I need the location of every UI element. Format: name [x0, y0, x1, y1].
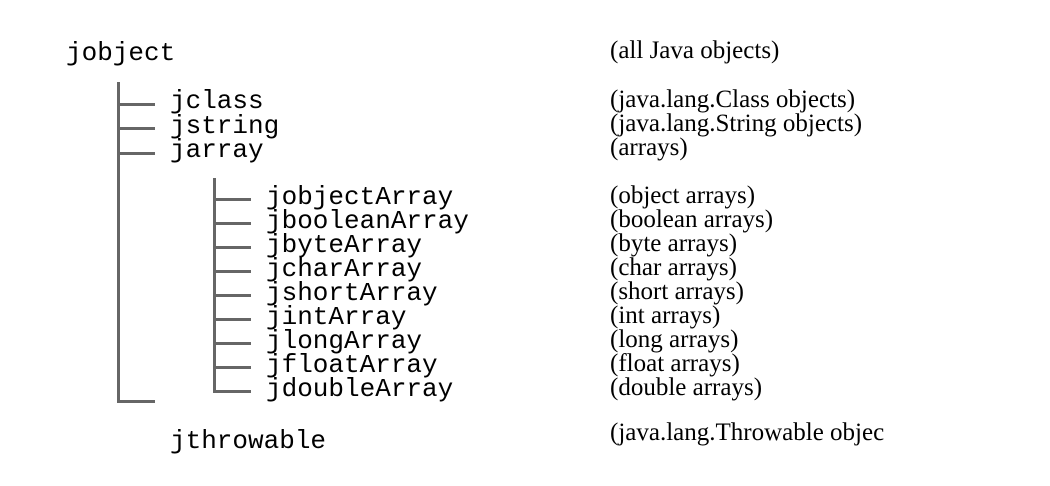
- type-name-jstring: jstring: [170, 111, 280, 141]
- type-description-jbooleanArray: (boolean arrays): [610, 206, 774, 233]
- connector-jclass: [117, 103, 155, 106]
- connector-jcharArray: [213, 270, 251, 273]
- type-name-jcharArray: jcharArray: [266, 254, 423, 284]
- type-name-jbooleanArray: jbooleanArray: [266, 206, 469, 236]
- type-description-jdoubleArray: (double arrays): [610, 374, 763, 401]
- type-description-jcharArray: (char arrays): [610, 254, 737, 281]
- type-name-jthrowable: jthrowable: [170, 426, 327, 456]
- connector-jstring: [117, 127, 155, 130]
- level2-vertical-connector: [213, 178, 216, 391]
- type-description-jclass: (java.lang.Class objects): [610, 86, 856, 113]
- connector-jshortArray: [213, 294, 251, 297]
- type-name-jshortArray: jshortArray: [266, 278, 438, 308]
- type-name-jfloatArray: jfloatArray: [266, 350, 438, 380]
- connector-jbooleanArray: [213, 222, 251, 225]
- type-description-jthrowable: (java.lang.Throwable objec: [610, 419, 885, 446]
- root-type-description: (all Java objects): [610, 37, 780, 64]
- type-name-jarray: jarray: [170, 135, 264, 165]
- connector-jintArray: [213, 318, 251, 321]
- type-description-jlongArray: (long arrays): [610, 326, 739, 353]
- type-name-jlongArray: jlongArray: [266, 326, 423, 356]
- connector-jobjectArray: [213, 198, 251, 201]
- type-name-jbyteArray: jbyteArray: [266, 230, 423, 260]
- level1-vertical-connector: [117, 82, 120, 402]
- type-name-jdoubleArray: jdoubleArray: [266, 374, 454, 404]
- connector-jdoubleArray: [213, 390, 251, 393]
- type-description-jintArray: (int arrays): [610, 302, 721, 329]
- type-description-jshortArray: (short arrays): [610, 278, 744, 305]
- type-description-jarray: (arrays): [610, 134, 688, 161]
- type-name-jclass: jclass: [170, 86, 264, 116]
- type-description-jfloatArray: (float arrays): [610, 350, 740, 377]
- connector-jbyteArray: [213, 246, 251, 249]
- type-description-jobjectArray: (object arrays): [610, 182, 756, 209]
- connector-jfloatArray: [213, 366, 251, 369]
- connector-jthrowable: [117, 400, 155, 403]
- type-description-jbyteArray: (byte arrays): [610, 230, 738, 257]
- type-description-jstring: (java.lang.String objects): [610, 110, 863, 137]
- root-type-name: jobject: [66, 38, 176, 68]
- connector-jarray: [117, 152, 155, 155]
- type-name-jobjectArray: jobjectArray: [266, 182, 454, 212]
- connector-jlongArray: [213, 342, 251, 345]
- type-name-jintArray: jintArray: [266, 302, 407, 332]
